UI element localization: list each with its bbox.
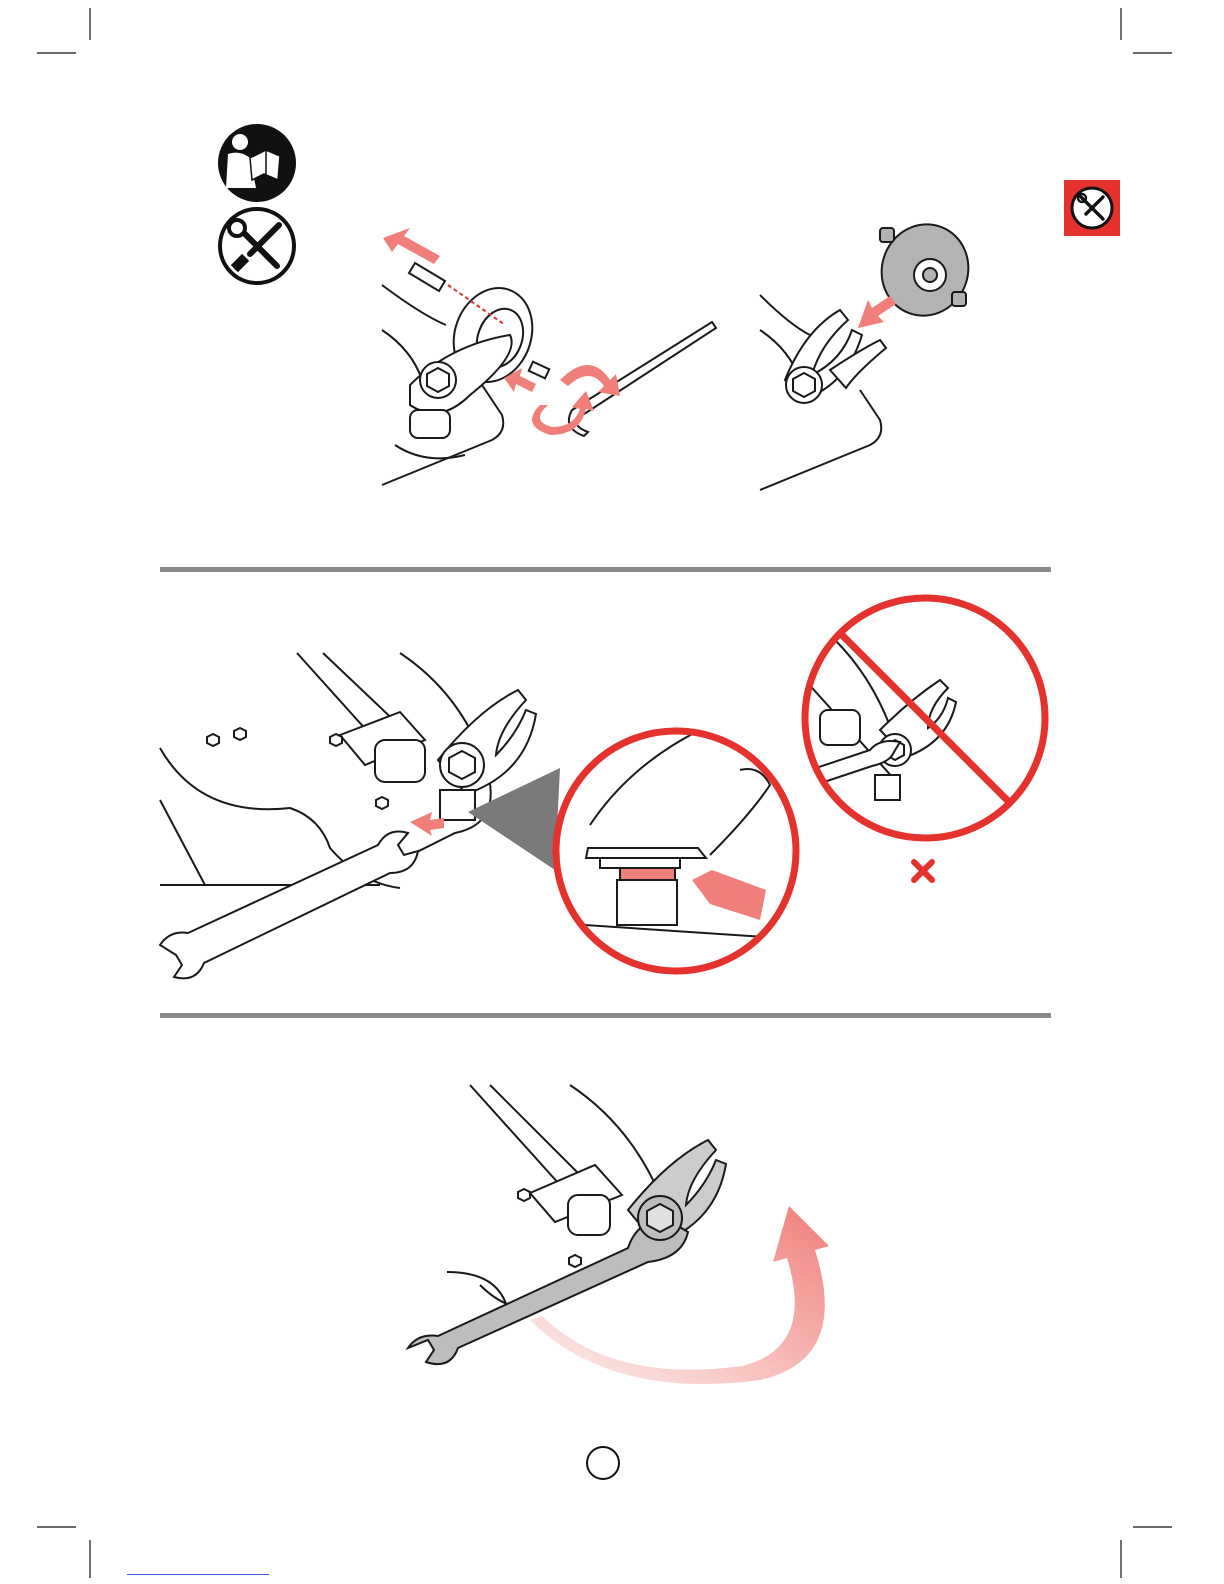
step-rotate-wrench <box>408 1085 726 1364</box>
footer-link-underline[interactable] <box>127 1574 269 1575</box>
page-number <box>586 1446 620 1480</box>
